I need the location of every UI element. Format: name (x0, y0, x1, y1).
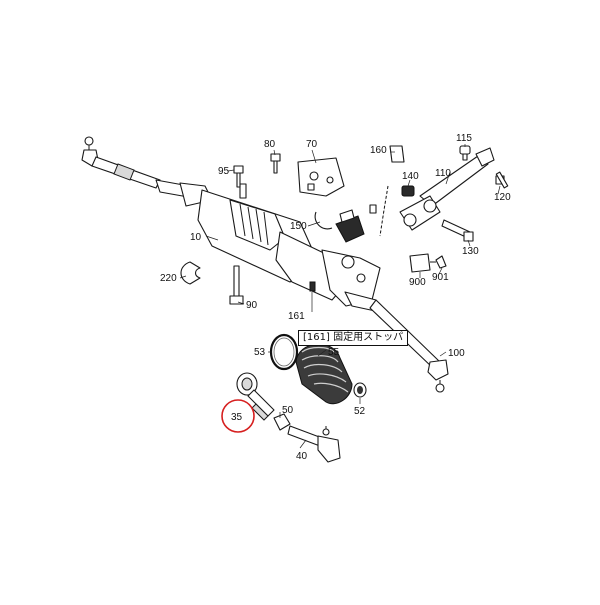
outer-tie-rod-40 (287, 425, 341, 463)
bolt-115 (459, 145, 471, 161)
label-40: 40 (296, 451, 308, 462)
clip-220 (180, 261, 201, 285)
bolt-80 (270, 153, 281, 174)
label-55: 55 (328, 347, 340, 358)
bolt-95 (233, 165, 244, 188)
inner-tie-rod-35 (236, 372, 275, 421)
nut-140 (401, 185, 415, 197)
leader-lines (179, 144, 501, 449)
bracket-70 (297, 157, 345, 197)
label-115: 115 (456, 133, 472, 144)
label-161: 161 (288, 311, 305, 322)
label-110: 110 (435, 168, 451, 179)
sensor-150 (314, 204, 377, 243)
bolt-90 (229, 265, 244, 305)
label-130: 130 (462, 246, 479, 257)
clamp-ring-53 (269, 333, 299, 371)
label-900: 900 (409, 277, 426, 288)
part-labels: 115 80 70 160 110 95 140 120 10 150 130 … (160, 133, 511, 462)
callout-stopper-161: [161] 固定用ストッパ (298, 330, 409, 346)
label-35: 35 (231, 412, 243, 423)
label-140: 140 (402, 171, 419, 182)
bellows-boot-55 (295, 343, 353, 405)
stopper-161 (309, 281, 316, 292)
connector-900 (409, 253, 436, 273)
label-50: 50 (282, 405, 294, 416)
label-160: 160 (370, 145, 387, 156)
bolt-120 (495, 171, 509, 189)
clamp-52 (353, 382, 367, 398)
rack-housing (155, 179, 381, 313)
left-tie-rod-end (81, 136, 161, 189)
bolt-130 (441, 219, 474, 242)
label-220: 220 (160, 273, 177, 284)
label-120: 120 (494, 192, 511, 203)
sleeve-160 (379, 145, 405, 237)
label-100: 100 (448, 348, 465, 359)
lock-nut-50 (273, 413, 291, 431)
steering-shaft-110 (399, 147, 495, 231)
label-52: 52 (354, 406, 366, 417)
label-53: 53 (254, 347, 266, 358)
right-tie-rod-end (369, 299, 449, 393)
label-150: 150 (290, 221, 307, 232)
label-80: 80 (264, 139, 276, 150)
label-10: 10 (190, 232, 202, 243)
label-90: 90 (246, 300, 258, 311)
label-95: 95 (218, 166, 230, 177)
label-70: 70 (306, 139, 318, 150)
highlight-circle (221, 399, 255, 433)
clip-901 (435, 255, 447, 269)
label-901: 901 (432, 272, 449, 283)
housing-ribs (239, 203, 269, 246)
